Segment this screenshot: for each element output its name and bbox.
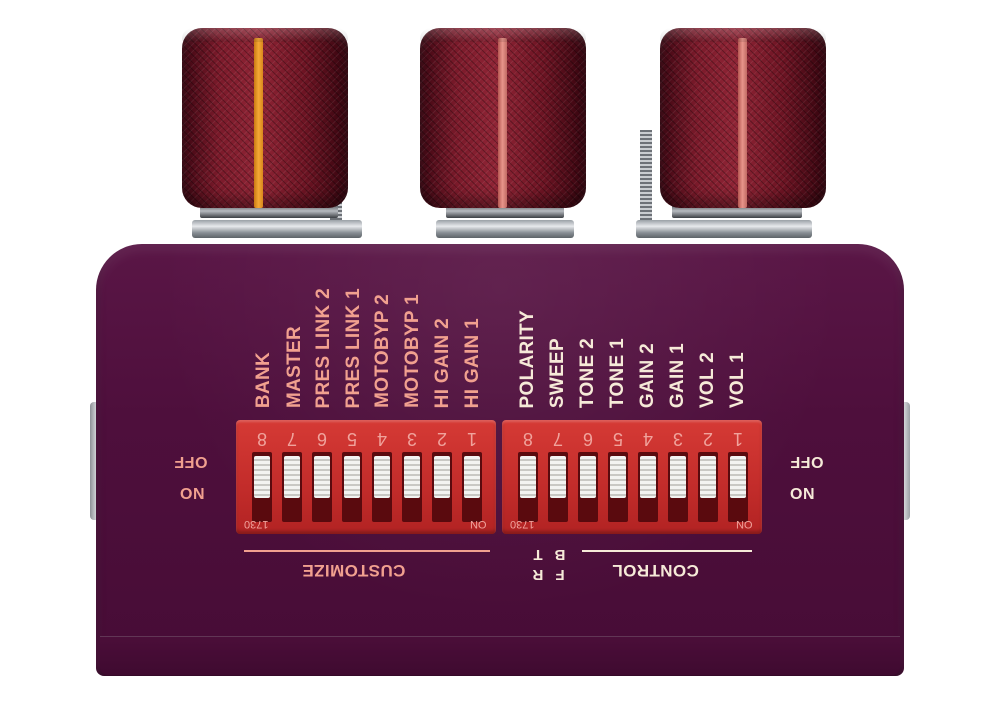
customize-group-line: [244, 550, 490, 552]
dip-number: 1: [467, 429, 478, 449]
dip-foot-left: 1730: [510, 518, 535, 530]
dip-foot-right: ON: [735, 518, 753, 530]
customize-off-label: OFF: [174, 453, 208, 470]
control-label-7: SWEEP: [547, 337, 568, 408]
dip-number: 3: [407, 429, 418, 449]
nut-left: [192, 220, 362, 238]
control-off-label: OFF: [790, 453, 824, 470]
dip-foot-right: ON: [469, 518, 487, 530]
switch-lever[interactable]: [344, 456, 360, 498]
switch-lever[interactable]: [404, 456, 420, 498]
switch-lever[interactable]: [520, 456, 536, 498]
dip-number: 6: [583, 429, 594, 449]
customize-label-6: PRES LINK 2: [313, 287, 334, 409]
control-label-4: GAIN 2: [637, 342, 658, 408]
knob-marker-icon: [254, 38, 263, 208]
customize-on-label: ON: [180, 486, 205, 503]
control-title: CONTROL: [612, 561, 699, 580]
customize-switch-1[interactable]: [462, 452, 482, 522]
customize-label-3: MOTOBYP 1: [402, 294, 423, 408]
control-switch-1[interactable]: [728, 452, 748, 522]
enclosure: [96, 244, 904, 676]
control-switch-4[interactable]: [638, 452, 658, 522]
control-switch-2[interactable]: [698, 452, 718, 522]
dip-number: 4: [377, 429, 388, 449]
nut-right: [636, 220, 812, 238]
trf-letter: R: [532, 566, 544, 583]
customize-label-5: PRES LINK 1: [343, 287, 364, 409]
customize-switch-5[interactable]: [342, 452, 362, 522]
dip-number: 2: [703, 429, 714, 449]
customize-title: CUSTOMIZE: [302, 561, 406, 580]
control-label-3: GAIN 1: [667, 342, 688, 408]
control-switch-3[interactable]: [668, 452, 688, 522]
customize-switch-2[interactable]: [432, 452, 452, 522]
center-knob[interactable]: [420, 28, 586, 208]
switch-lever[interactable]: [550, 456, 566, 498]
nut-center: [436, 220, 574, 238]
control-switch-6[interactable]: [578, 452, 598, 522]
trf-letter: F: [555, 566, 565, 583]
dip-number: 1: [733, 429, 744, 449]
control-group-line: [582, 550, 752, 552]
knob-marker-icon: [738, 38, 747, 208]
control-dip-switch[interactable]: 8 7 6 5 4 3 2 1 1730 ON: [502, 420, 762, 534]
dip-number: 5: [347, 429, 358, 449]
control-switch-5[interactable]: [608, 452, 628, 522]
dip-number: 7: [287, 429, 298, 449]
dip-foot-left: 1730: [244, 518, 269, 530]
customize-switch-4[interactable]: [372, 452, 392, 522]
dip-number: 2: [437, 429, 448, 449]
customize-dip-switch[interactable]: 8 7 6 5 4 3 2 1 1730 ON: [236, 420, 496, 534]
dip-number: 8: [257, 429, 268, 449]
right-knob[interactable]: [660, 28, 826, 208]
switch-lever[interactable]: [284, 456, 300, 498]
control-label-1: VOL 1: [727, 351, 748, 408]
trf-letter: B: [554, 546, 566, 563]
control-label-8: POLARITY: [517, 309, 538, 408]
dip-number: 4: [643, 429, 654, 449]
switch-lever[interactable]: [610, 456, 626, 498]
enclosure-base: [100, 636, 900, 675]
control-on-label: ON: [790, 486, 815, 503]
dip-number: 5: [613, 429, 624, 449]
control-switch-7[interactable]: [548, 452, 568, 522]
switch-lever[interactable]: [464, 456, 480, 498]
switch-lever[interactable]: [580, 456, 596, 498]
customize-label-8: BANK: [253, 351, 274, 408]
customize-label-4: MOTOBYP 2: [372, 294, 393, 408]
switch-lever[interactable]: [730, 456, 746, 498]
switch-lever[interactable]: [700, 456, 716, 498]
dip-number: 7: [553, 429, 564, 449]
switch-lever[interactable]: [374, 456, 390, 498]
customize-switch-8[interactable]: [252, 452, 272, 522]
control-switch-8[interactable]: [518, 452, 538, 522]
control-label-5: TONE 1: [607, 337, 628, 408]
customize-switch-7[interactable]: [282, 452, 302, 522]
jack-thread-right: [640, 130, 652, 230]
left-knob[interactable]: [182, 28, 348, 208]
switch-lever[interactable]: [670, 456, 686, 498]
switch-lever[interactable]: [254, 456, 270, 498]
customize-switch-3[interactable]: [402, 452, 422, 522]
knob-marker-icon: [498, 38, 507, 208]
customize-label-7: MASTER: [284, 325, 305, 408]
switch-lever[interactable]: [434, 456, 450, 498]
dip-number: 8: [523, 429, 534, 449]
dip-number: 3: [673, 429, 684, 449]
trf-letter: T: [533, 546, 543, 563]
switch-lever[interactable]: [314, 456, 330, 498]
switch-lever[interactable]: [640, 456, 656, 498]
control-label-6: TONE 2: [577, 337, 598, 408]
control-label-2: VOL 2: [697, 351, 718, 408]
customize-switch-6[interactable]: [312, 452, 332, 522]
customize-label-2: HI GAIN 2: [432, 317, 453, 408]
customize-label-1: HI GAIN 1: [462, 317, 483, 408]
dip-number: 6: [317, 429, 328, 449]
